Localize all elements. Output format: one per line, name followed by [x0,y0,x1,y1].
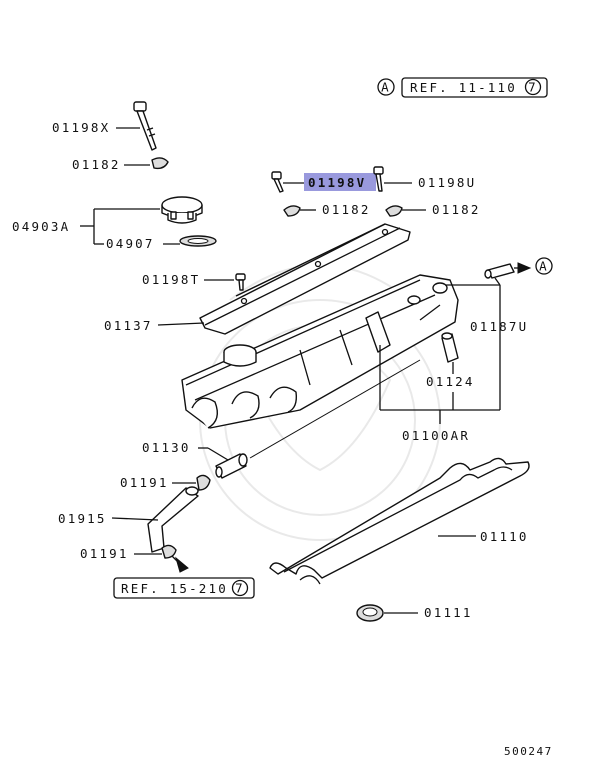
rocker-cover-gasket-01110 [269,457,530,585]
label-01182-c[interactable]: 01182 [432,202,481,217]
bolt-01198U [373,166,384,192]
diagram-id: 500247 [504,745,553,758]
washer-01182-a [151,157,169,170]
seal-01111 [356,604,384,622]
washer-01182-c [385,205,403,217]
ref-top-num: 7 [528,80,538,95]
label-01191-a[interactable]: 01191 [120,475,169,490]
label-01100AR[interactable]: 01100AR [402,428,470,443]
ref-top-text: REF. 11-110 [410,80,517,95]
label-01198U[interactable]: 01198U [418,175,476,190]
bolt-01198X [133,101,157,151]
ref-arrow-letter[interactable]: A [539,259,549,274]
label-04907[interactable]: 04907 [106,236,155,251]
bolt-01198V [271,171,284,193]
cover-strip-01137 [199,223,411,335]
label-01137[interactable]: 01137 [104,318,153,333]
screw-01198T [235,273,246,291]
label-01915[interactable]: 01915 [58,511,107,526]
clamp-01191-a [196,474,211,491]
highlight-01198V [304,173,376,191]
pcv-valve-01130 [215,453,248,479]
ref-box-bottom[interactable]: REF. 15-210 7 [113,577,255,599]
label-01124[interactable]: 01124 [426,374,475,389]
cap-gasket-04907 [179,235,217,247]
label-01191-b[interactable]: 01191 [80,546,129,561]
ref-bottom-text: REF. 15-210 [121,581,228,596]
ref-box-top[interactable]: A REF. 11-110 7 [377,77,548,98]
label-01110[interactable]: 01110 [480,529,529,544]
label-01187U[interactable]: 01187U [470,319,528,334]
label-01130[interactable]: 01130 [142,440,191,455]
ref-bottom-num: 7 [235,581,245,596]
label-01198X[interactable]: 01198X [52,120,110,135]
label-04903A[interactable]: 04903A [12,219,70,234]
plug-01124 [441,332,459,363]
label-01198T[interactable]: 01198T [142,272,200,287]
label-01111[interactable]: 01111 [424,605,473,620]
oil-filler-cap [161,196,203,224]
rocker-cover-01100AR [181,274,459,429]
pcv-pipe-01187U [484,262,532,279]
clamp-01191-b [161,544,189,573]
washer-01182-b [283,205,301,217]
label-01182-a[interactable]: 01182 [72,157,121,172]
ref-top-letter: A [381,80,391,95]
label-01182-b[interactable]: 01182 [322,202,371,217]
label-01198V[interactable]: 01198V [308,175,366,190]
